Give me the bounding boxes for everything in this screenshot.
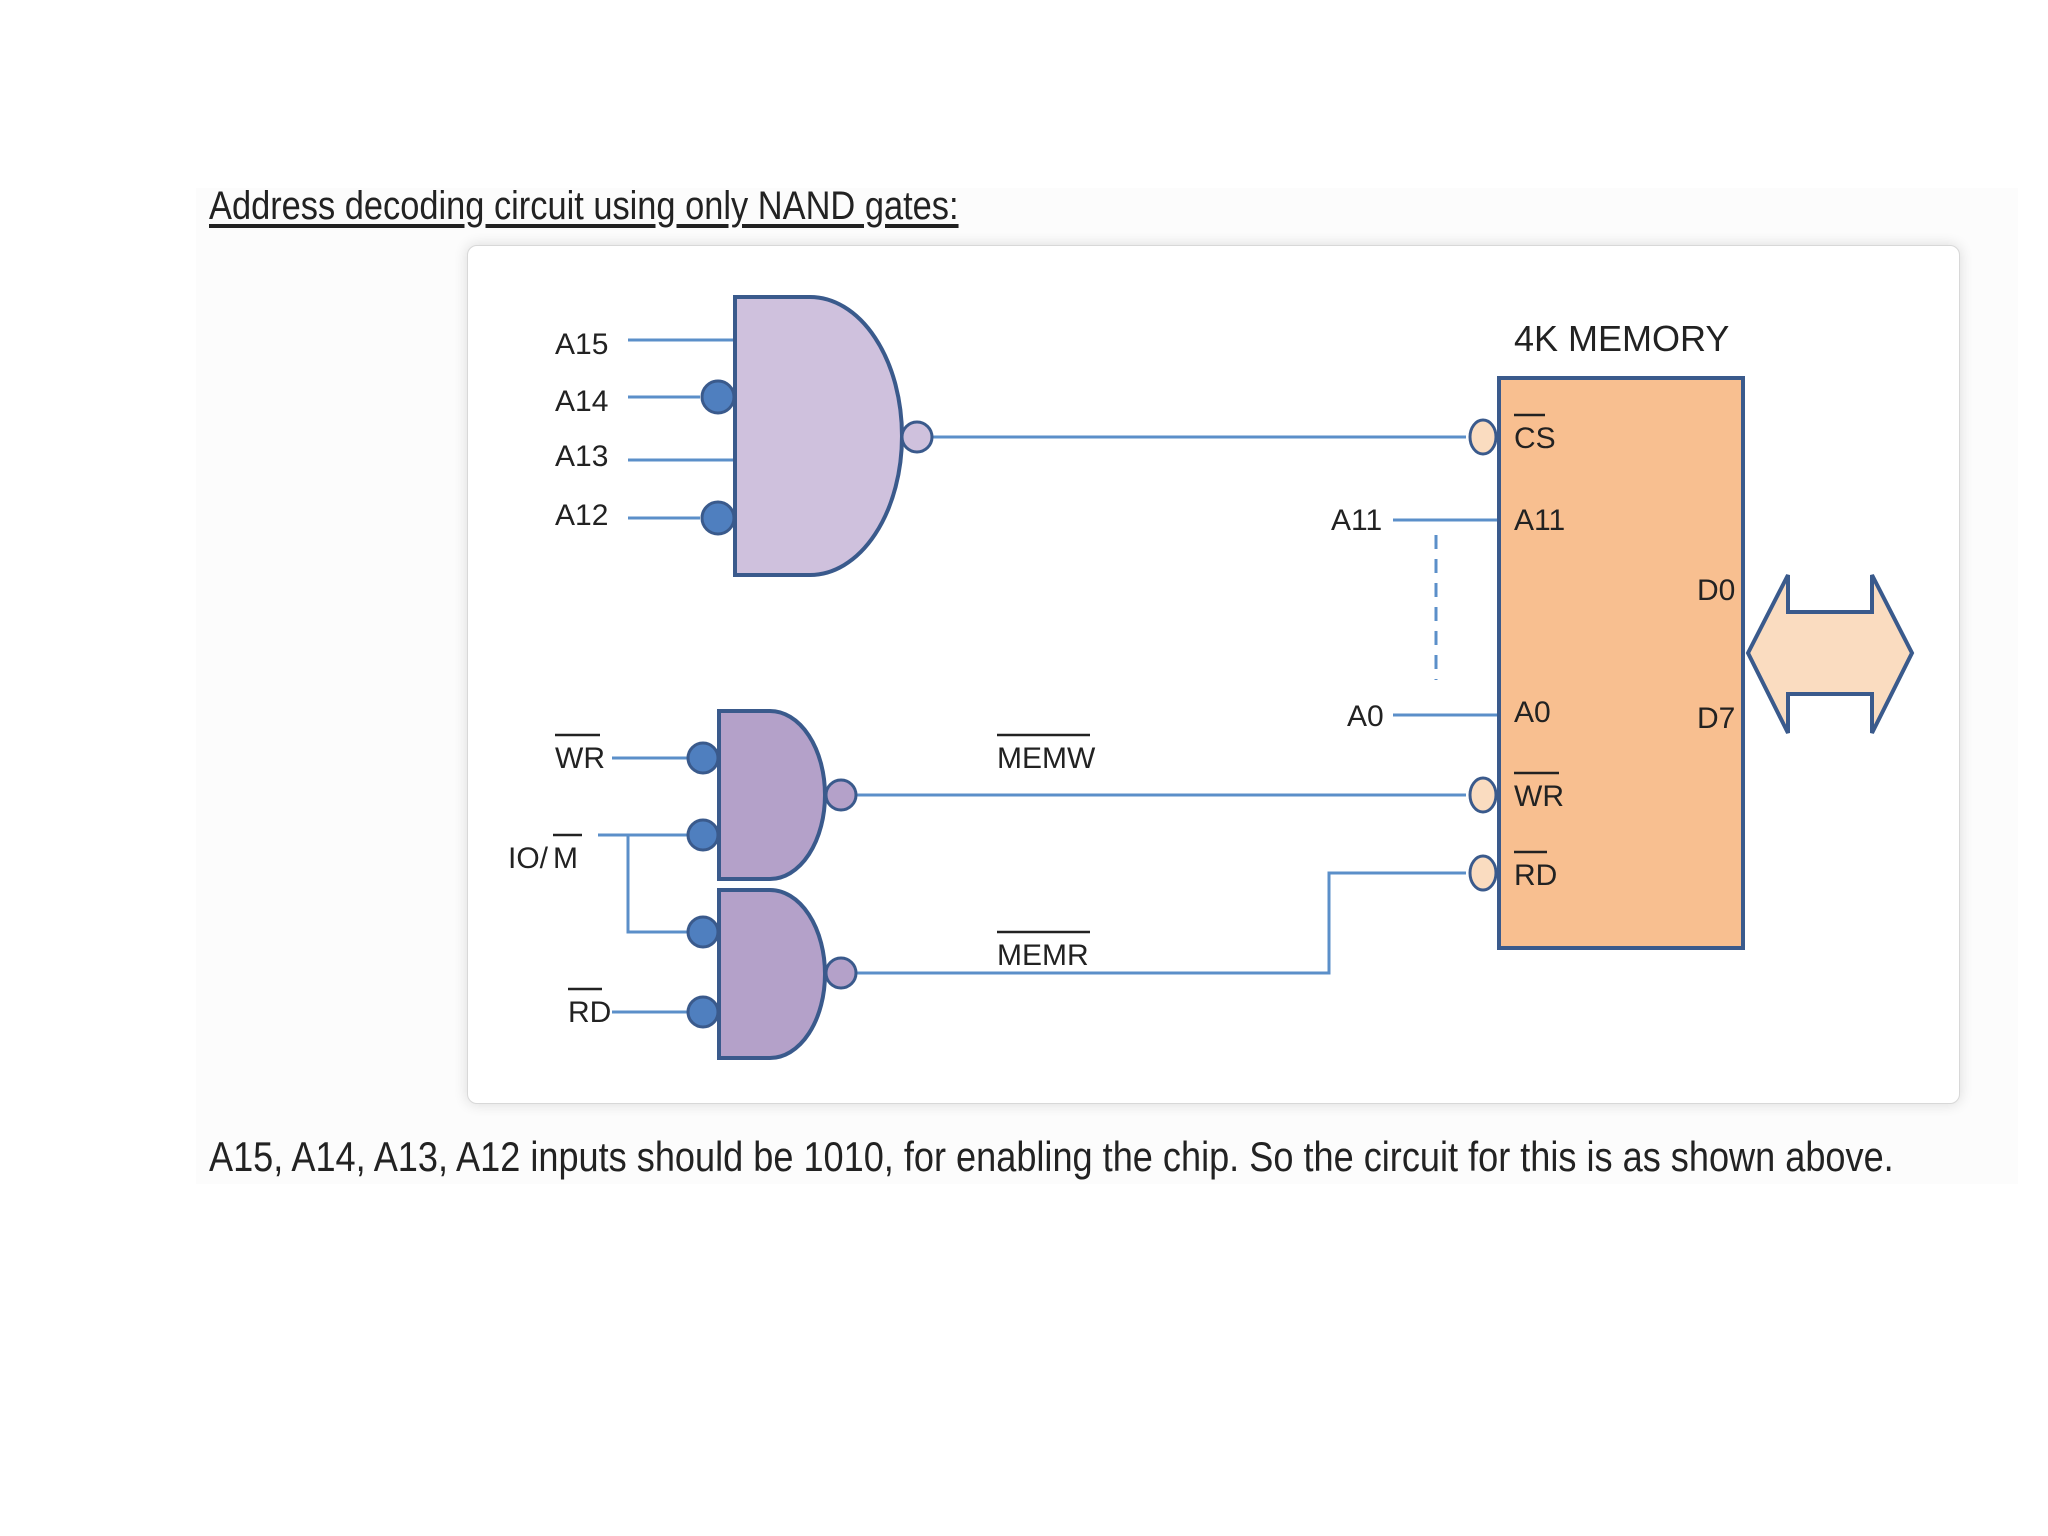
pin-label-cs: CS — [1514, 422, 1556, 455]
wire-memr — [855, 871, 1466, 975]
pin-label-a0: A0 — [1514, 696, 1551, 729]
pin-label-d7: D7 — [1697, 702, 1735, 735]
memw-output-bubble — [824, 778, 858, 812]
pin-label-rd: RD — [1514, 859, 1557, 892]
caption-text: A15, A14, A13, A12 inputs should be 1010… — [209, 1133, 1894, 1180]
nand-gate-memw — [717, 709, 827, 881]
label-io-m: IO/ — [508, 842, 549, 875]
nand-gate-address — [733, 295, 904, 577]
inverter-bubble-rd — [686, 995, 720, 1029]
label-wr-input: WR — [555, 742, 605, 775]
label-m-bar: M — [553, 842, 578, 875]
inverter-bubble-wr — [686, 741, 720, 775]
label-a15: A15 — [555, 328, 608, 361]
nand-output-bubble — [900, 420, 934, 454]
data-bus-arrow — [1745, 574, 1915, 734]
wr-pin-bubble — [1468, 776, 1498, 814]
inverter-bubble-io-m-1 — [686, 818, 720, 852]
label-memw: MEMW — [997, 742, 1096, 775]
rd-pin-bubble — [1468, 854, 1498, 892]
inverter-bubble-a12 — [700, 500, 736, 536]
cs-pin-bubble — [1468, 418, 1498, 456]
nand-gate-memr — [717, 888, 827, 1060]
pin-label-a11: A11 — [1514, 504, 1565, 537]
label-rd-input: RD — [568, 996, 611, 1029]
label-a11-external: A11 — [1331, 504, 1382, 537]
label-memr: MEMR — [997, 939, 1089, 972]
label-a0-external: A0 — [1347, 700, 1384, 733]
memory-title: 4K MEMORY — [1514, 318, 1729, 359]
label-a14: A14 — [555, 385, 608, 418]
pin-label-d0: D0 — [1697, 574, 1735, 607]
memr-output-bubble — [824, 956, 858, 990]
label-a12: A12 — [555, 499, 608, 532]
wires — [598, 338, 1500, 1014]
inverter-bubble-io-m-2 — [686, 915, 720, 949]
page-heading: Address decoding circuit using only NAND… — [209, 184, 959, 228]
pin-label-wr: WR — [1514, 780, 1564, 813]
label-a13: A13 — [555, 440, 608, 473]
inverter-bubble-a14 — [700, 379, 736, 415]
wire-io-m-branch — [626, 835, 687, 934]
